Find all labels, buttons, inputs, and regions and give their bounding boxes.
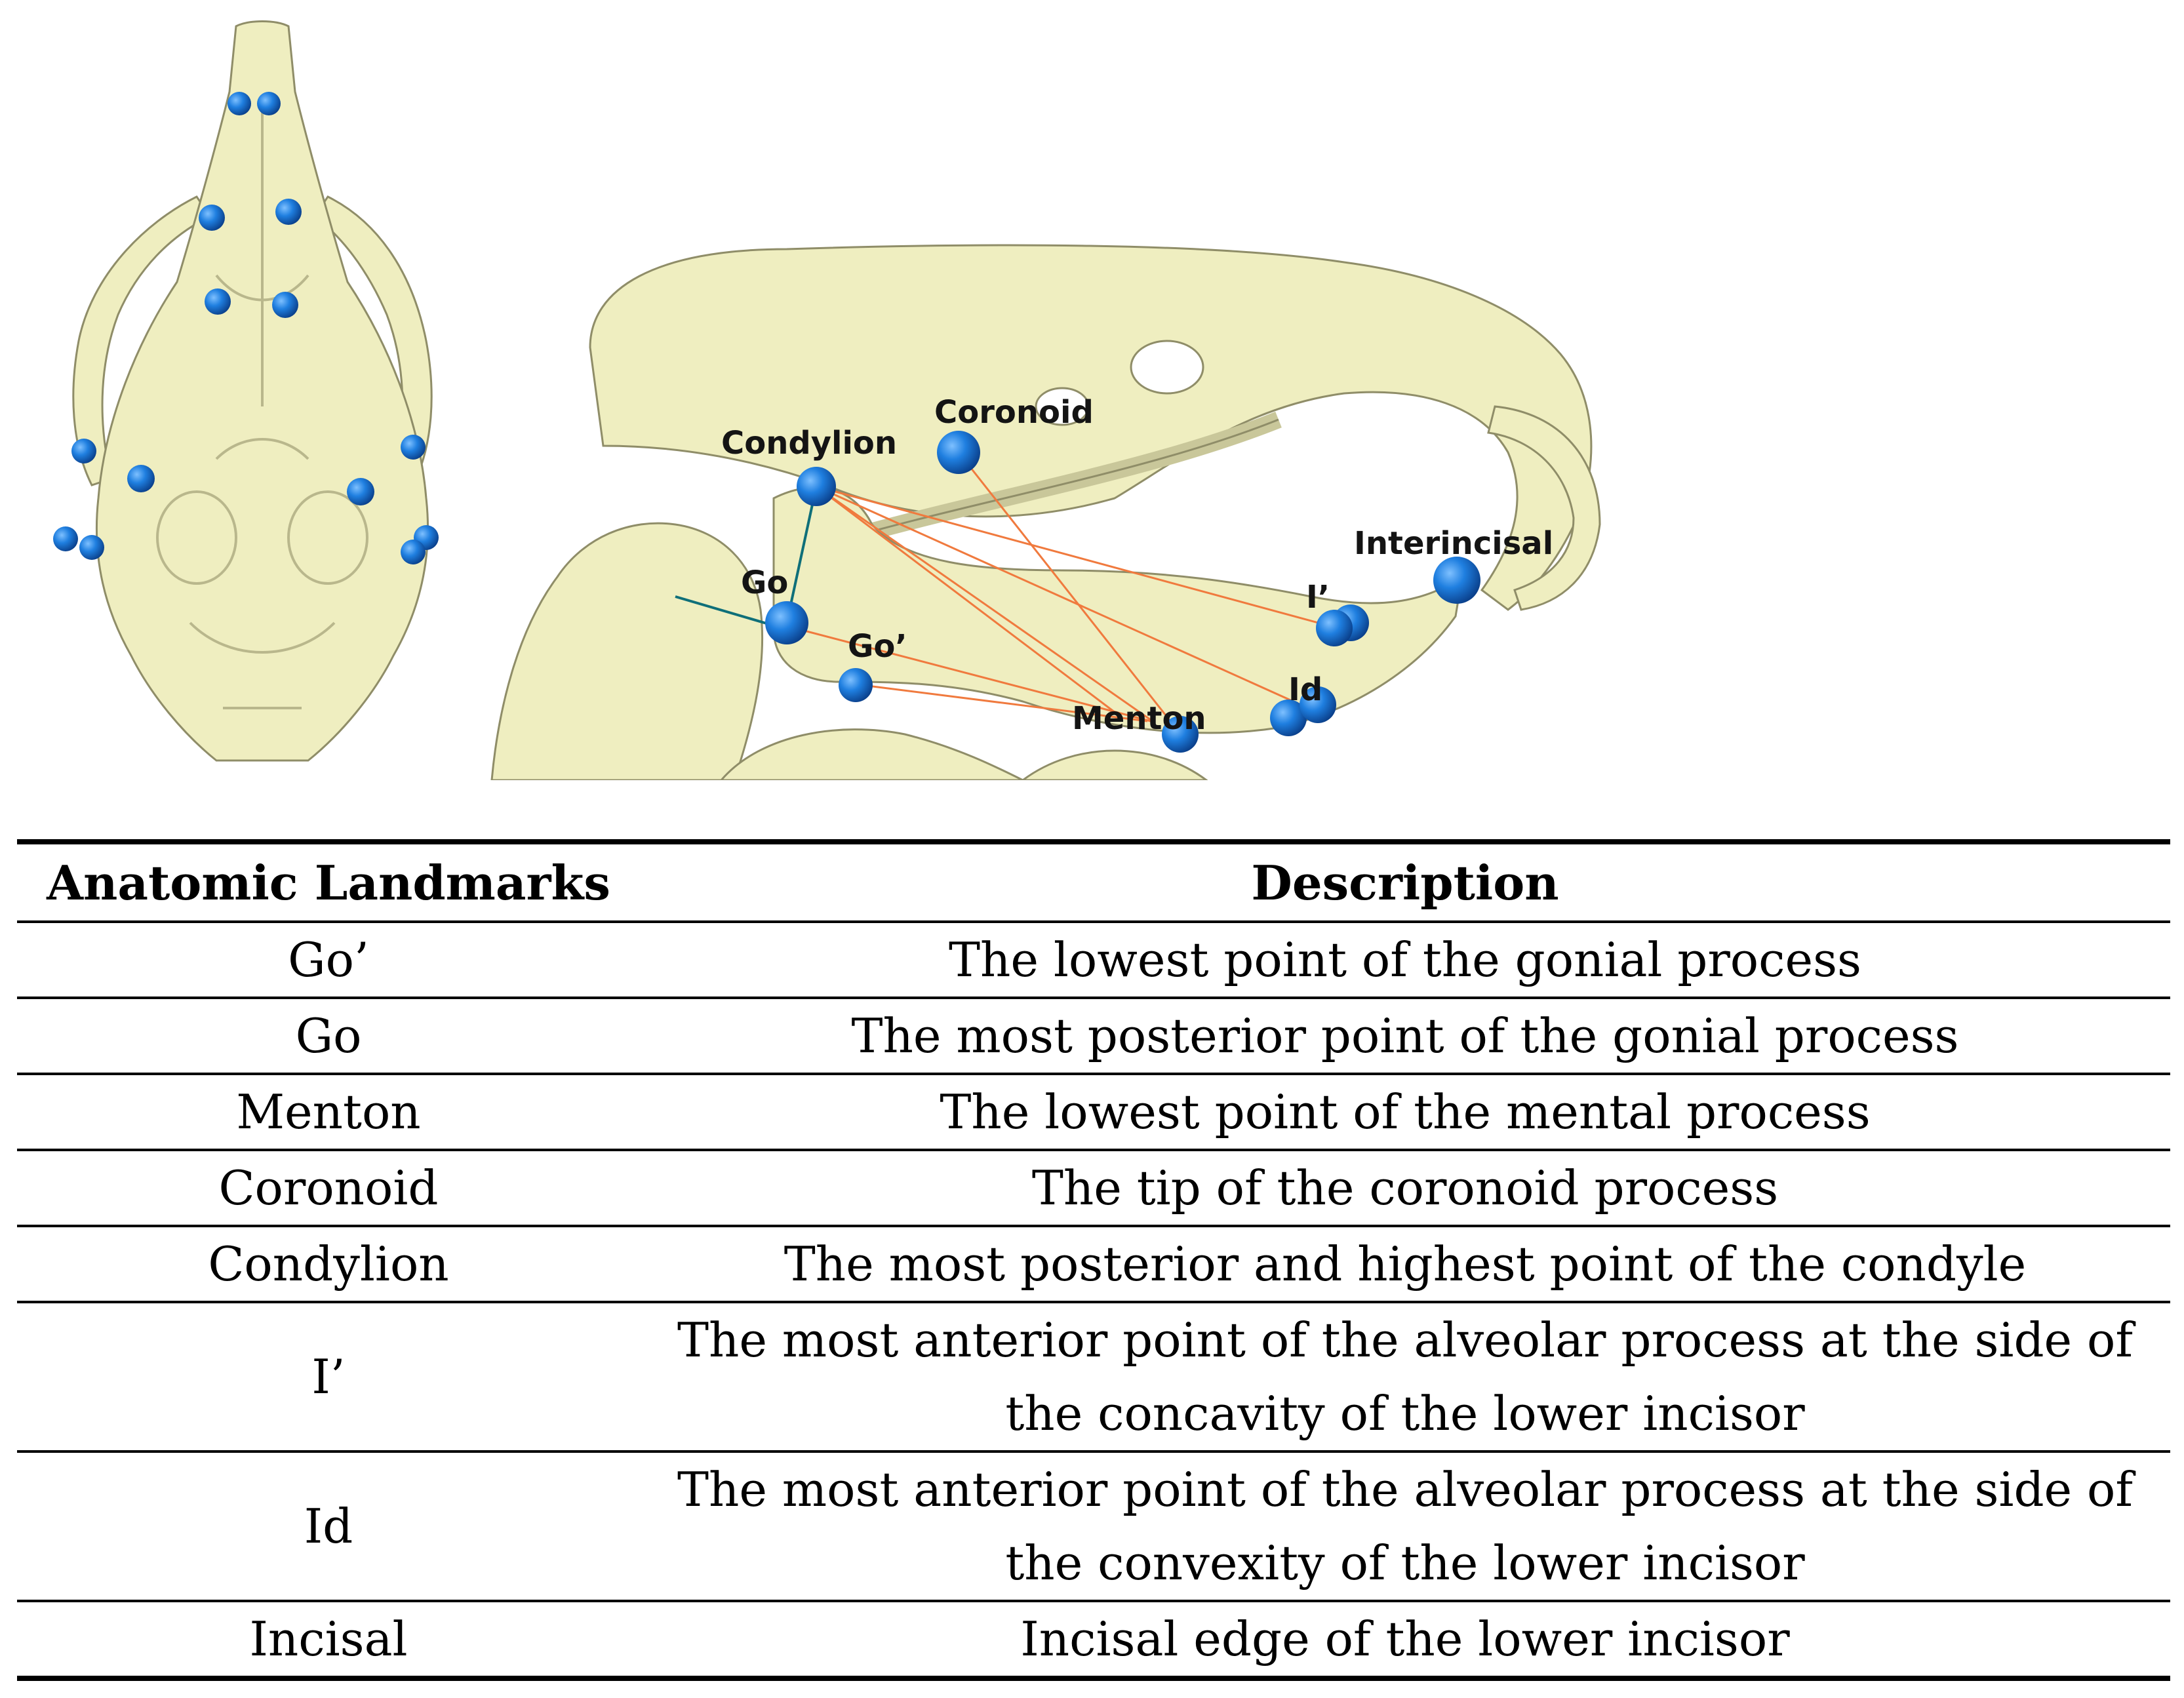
landmark-cell: Coronoid xyxy=(17,1150,640,1227)
table-row: Condylion The most posterior and highest… xyxy=(17,1226,2170,1303)
dorsal-landmark xyxy=(53,526,78,551)
table-row: Go The most posterior point of the gonia… xyxy=(17,998,2170,1075)
description-cell: The tip of the coronoid process xyxy=(640,1150,2170,1227)
label-go: Go xyxy=(741,564,788,601)
label-coronoid: Coronoid xyxy=(934,394,1094,431)
description-line: The most anterior point of the alveolar … xyxy=(677,1462,2134,1517)
table-row: I’ The most anterior point of the alveol… xyxy=(17,1302,2170,1453)
table-row: Menton The lowest point of the mental pr… xyxy=(17,1074,2170,1151)
description-cell: The most posterior point of the gonial p… xyxy=(640,998,2170,1075)
dorsal-landmark xyxy=(275,199,302,225)
landmark-go xyxy=(765,601,808,644)
skull-figure: Condylion Coronoid Interincisal Go Go’ I… xyxy=(0,0,2184,780)
dorsal-landmark xyxy=(205,288,231,315)
landmark-cell: Menton xyxy=(17,1074,640,1151)
cervical-bones xyxy=(490,522,764,780)
description-cell: The lowest point of the gonial process xyxy=(640,922,2170,999)
description-line: The most anterior point of the alveolar … xyxy=(677,1313,2134,1368)
dorsal-landmark xyxy=(257,92,281,115)
lateral-cranium xyxy=(589,244,1593,611)
table-row: Coronoid The tip of the coronoid process xyxy=(17,1150,2170,1227)
description-cell: Incisal edge of the lower incisor xyxy=(640,1601,2170,1681)
label-interincisal: Interincisal xyxy=(1354,525,1553,562)
upper-incisor xyxy=(1487,405,1601,611)
label-condylion: Condylion xyxy=(721,425,897,462)
label-id: Id xyxy=(1288,671,1322,708)
description-line: the convexity of the lower incisor xyxy=(1005,1535,1805,1590)
landmark-cell: I’ xyxy=(17,1302,640,1453)
landmark-cell: Incisal xyxy=(17,1601,640,1681)
landmark-i-prime xyxy=(1316,610,1353,646)
landmark-cell: Condylion xyxy=(17,1226,640,1303)
dorsal-landmark xyxy=(79,535,104,560)
landmark-table: Anatomic Landmarks Description Go’ The l… xyxy=(17,839,2170,1681)
dorsal-landmark xyxy=(71,439,96,464)
label-i-prime: I’ xyxy=(1306,579,1330,616)
dorsal-landmark xyxy=(272,292,298,318)
dorsal-landmark xyxy=(127,465,155,492)
landmark-table-container: Anatomic Landmarks Description Go’ The l… xyxy=(17,839,2170,1681)
table-header-row: Anatomic Landmarks Description xyxy=(17,839,2170,923)
description-cell: The most anterior point of the alveolar … xyxy=(640,1451,2170,1602)
landmark-menton xyxy=(1162,716,1199,753)
skull-illustration: Condylion Coronoid Interincisal Go Go’ I… xyxy=(53,20,1601,780)
measurement-lines xyxy=(675,452,1338,722)
landmark-interincisal xyxy=(1433,557,1480,604)
dorsal-skull-view xyxy=(53,20,439,762)
landmark-coronoid xyxy=(937,431,980,474)
landmark-condylion xyxy=(797,467,836,506)
table-row: Go’ The lowest point of the gonial proce… xyxy=(17,922,2170,999)
landmark-cell: Go’ xyxy=(17,922,640,999)
dorsal-landmark xyxy=(347,478,374,505)
dorsal-landmark xyxy=(199,205,225,231)
label-go-prime: Go’ xyxy=(848,628,907,665)
dorsal-landmark xyxy=(401,435,426,460)
landmark-id xyxy=(1270,700,1307,736)
description-line: the concavity of the lower incisor xyxy=(1005,1386,1805,1441)
lateral-skull-view: Condylion Coronoid Interincisal Go Go’ I… xyxy=(490,244,1601,780)
dorsal-landmark xyxy=(401,540,426,564)
landmark-id xyxy=(1300,686,1336,723)
landmark-cell: Id xyxy=(17,1451,640,1602)
dorsal-landmark xyxy=(228,92,251,115)
table-row: Incisal Incisal edge of the lower inciso… xyxy=(17,1601,2170,1681)
header-anatomic-landmarks: Anatomic Landmarks xyxy=(17,839,640,923)
label-menton: Menton xyxy=(1072,700,1206,737)
landmark-go-prime xyxy=(839,668,873,702)
landmark-cell: Go xyxy=(17,998,640,1075)
table-row: Id The most anterior point of the alveol… xyxy=(17,1451,2170,1602)
header-description: Description xyxy=(640,839,2170,923)
description-cell: The most anterior point of the alveolar … xyxy=(640,1302,2170,1453)
description-cell: The most posterior and highest point of … xyxy=(640,1226,2170,1303)
description-cell: The lowest point of the mental process xyxy=(640,1074,2170,1151)
mandible xyxy=(772,486,1464,734)
